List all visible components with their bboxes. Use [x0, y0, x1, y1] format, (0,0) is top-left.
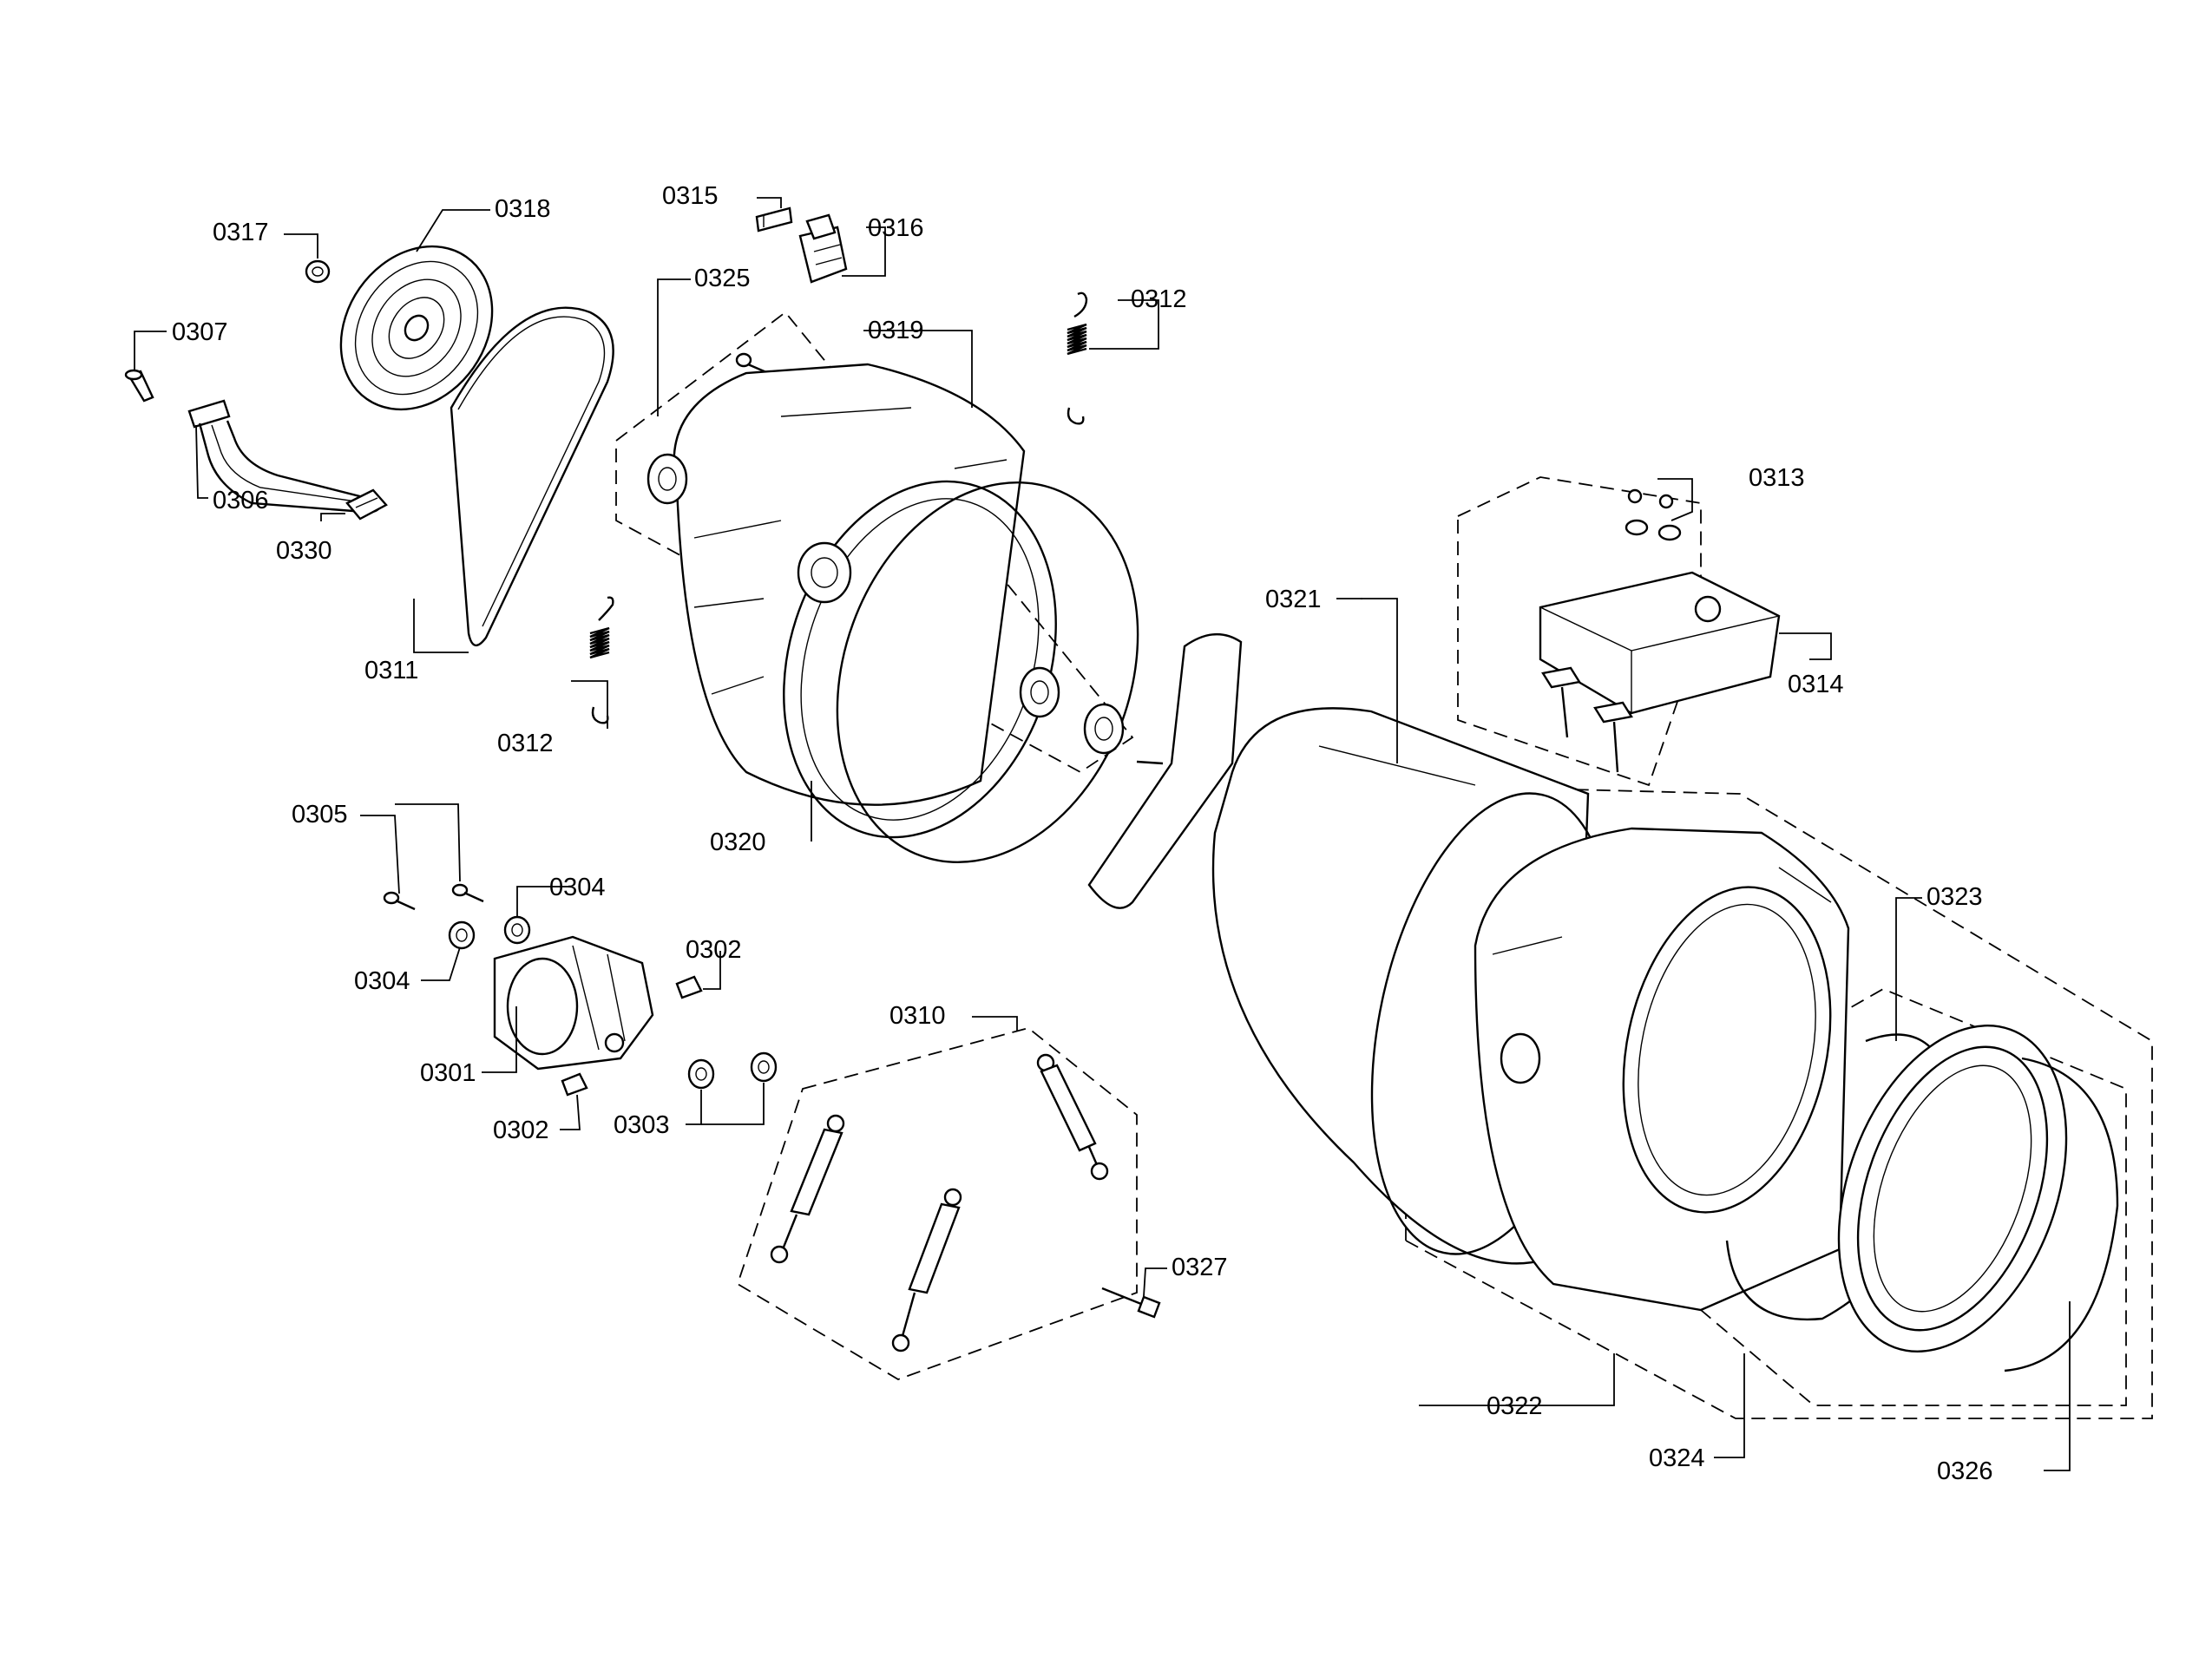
callout-0301: 0301: [420, 1059, 476, 1087]
part-0312-spring-lower: [589, 596, 614, 724]
part-0305-screws: [383, 883, 484, 911]
callout-0323: 0323: [1926, 883, 1983, 911]
callout-0327: 0327: [1172, 1254, 1228, 1281]
part-0312-spring-upper: [1067, 291, 1088, 425]
callout-0310: 0310: [889, 1002, 946, 1030]
callout-0313: 0313: [1749, 464, 1805, 492]
part-tub-washers: [647, 453, 1125, 755]
part-counterweight-screws: [1541, 666, 1633, 773]
callout-0317: 0317: [213, 219, 269, 246]
part-0316-switch: [798, 213, 848, 284]
callout-0321: 0321: [1265, 586, 1322, 613]
callout-0330: 0330: [276, 537, 332, 565]
callout-0305: 0305: [292, 801, 348, 828]
callout-0325: 0325: [694, 265, 751, 292]
callout-0307: 0307: [172, 318, 228, 346]
callout-0314: 0314: [1788, 671, 1844, 698]
callout-0318: 0318: [495, 195, 551, 223]
part-0303-bushings: [687, 1051, 778, 1090]
part-door-bellow: [1837, 1025, 2068, 1352]
callout-0304-upper: 0304: [549, 874, 606, 901]
leader-lines: [134, 197, 2071, 1471]
part-0314-counterweight: [1539, 571, 1781, 715]
part-0325-rear-tub: [673, 363, 1057, 839]
callout-labels: 0315 0316 0317 0318 0307 0325 0319 0312 …: [172, 182, 1993, 1485]
callout-0303: 0303: [614, 1111, 670, 1139]
part-0327-bolt: [1101, 1287, 1161, 1319]
callout-0311: 0311: [364, 657, 418, 684]
part-0311-belt: [450, 306, 614, 646]
callout-0302-upper: 0302: [686, 936, 742, 964]
part-0307-screw: [124, 369, 154, 403]
callout-0302-lower: 0302: [493, 1117, 549, 1144]
callout-0326: 0326: [1937, 1457, 1993, 1485]
callout-0320: 0320: [710, 828, 766, 856]
part-0318-pulley: [339, 245, 494, 411]
part-0322-front-tub: [1474, 827, 1850, 1312]
callout-0312-upper: 0312: [1131, 285, 1187, 313]
part-0301-motor: [493, 935, 654, 1071]
callout-0324: 0324: [1649, 1444, 1705, 1472]
callout-0304-lower: 0304: [354, 967, 410, 995]
part-0326-clamp: [2004, 1057, 2119, 1372]
part-0317-nut: [305, 259, 331, 284]
callout-0306: 0306: [213, 487, 269, 514]
callout-0316: 0316: [868, 214, 924, 242]
callout-0312-lower: 0312: [497, 730, 554, 757]
part-0310-shock-absorbers: [770, 1053, 1109, 1352]
part-0315-bracket: [755, 206, 793, 233]
callout-0322: 0322: [1487, 1392, 1543, 1420]
callout-0319: 0319: [868, 317, 924, 344]
part-0304-mounts: [448, 915, 531, 950]
part-0302-connectors: [561, 975, 703, 1097]
part-0313-hardware: [1625, 488, 1682, 541]
callout-0315: 0315: [662, 182, 719, 210]
part-0330-sensor: [345, 488, 388, 521]
